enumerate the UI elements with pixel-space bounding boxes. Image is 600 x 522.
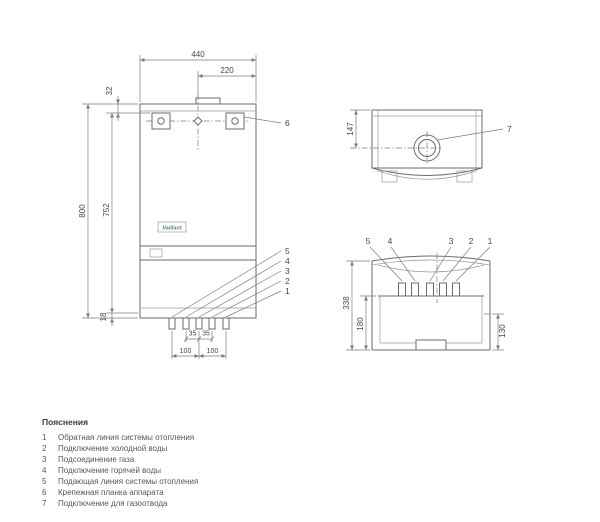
bottom-callout-4: 4	[388, 236, 393, 246]
dim-440: 440	[191, 50, 205, 59]
top-view-foot-left	[381, 170, 398, 183]
legend-item-number: 4	[42, 466, 47, 475]
dim-180: 180	[356, 317, 365, 331]
center-marker-diamond	[193, 116, 203, 126]
dim-100-left: 100	[180, 348, 192, 355]
mounting-bracket-right	[225, 112, 245, 130]
legend: Пояснения 1 Обратная линия системы отопл…	[42, 417, 362, 509]
bottom-callout-3: 3	[449, 236, 454, 246]
legend-item-text: Подсоединение газа	[58, 455, 135, 464]
bottom-callout-5: 5	[366, 236, 371, 246]
dim-line-35	[183, 336, 215, 342]
callout-1: 1	[285, 286, 290, 296]
bracket-hole-left	[157, 117, 165, 125]
bottom-view-outline	[371, 261, 491, 351]
dim-100-right: 100	[207, 348, 219, 355]
dim-147: 147	[346, 122, 355, 136]
callout-5: 5	[285, 246, 290, 256]
callout-2: 2	[285, 276, 290, 286]
boiler-front-casing	[139, 103, 257, 319]
control-panel-lines	[140, 245, 256, 261]
callout-4: 4	[285, 256, 290, 266]
legend-item-number: 2	[42, 444, 47, 453]
bottom-view-foot	[415, 339, 447, 351]
legend-item: 6 Крепежная планка аппарата	[42, 487, 362, 498]
bottom-callout-leaders	[369, 246, 491, 282]
brand-logo: Vaillant	[162, 226, 183, 232]
bottom-connection-pipes	[168, 317, 230, 330]
top-view-front-curve-inner	[376, 170, 478, 180]
legend-item: 3 Подсоединение газа	[42, 454, 362, 465]
top-view-inner-lines	[372, 110, 482, 168]
front-view: Vaillant 6 5 4 3 2 1 440 220 800 752 32	[78, 50, 290, 359]
bottom-view-connectors	[398, 282, 460, 297]
top-view: 147 7	[346, 109, 512, 183]
flue-collar-front	[195, 97, 221, 105]
dim-35-left: 35	[189, 331, 197, 338]
callout-6: 6	[285, 118, 290, 128]
legend-item-number: 6	[42, 488, 47, 497]
bottom-view-inner-lines	[379, 296, 483, 344]
brand-logo-box	[157, 221, 187, 233]
bottom-view: 5 4 3 2 1 338 180 130	[342, 236, 507, 351]
legend-item: 2 Подключение холодной воды	[42, 443, 362, 454]
legend-item-text: Подключение холодной воды	[58, 444, 168, 453]
callout-7-leader	[436, 128, 504, 141]
bottom-callout-1: 1	[488, 236, 493, 246]
legend-item-text: Подключение для газоотвода	[58, 499, 168, 508]
legend-item-text: Обратная линия системы отопления	[58, 433, 195, 442]
mounting-bracket-left	[151, 112, 171, 130]
dim-338: 338	[342, 296, 351, 310]
legend-item-text: Крепежная планка аппарата	[58, 488, 164, 497]
dim-220: 220	[220, 66, 234, 75]
dim-752: 752	[102, 203, 111, 217]
bottom-view-front-edge-inner	[371, 259, 491, 273]
callout-3: 3	[285, 266, 290, 276]
boiler-dimension-drawing: Vaillant 6 5 4 3 2 1 440 220 800 752 32	[78, 50, 512, 359]
bottom-callout-2: 2	[469, 236, 474, 246]
legend-item-text: Подающая линия системы отопления	[58, 477, 199, 486]
top-view-foot-right	[456, 170, 473, 183]
front-extension-lines	[82, 55, 257, 359]
bottom-view-extension-lines	[346, 260, 504, 351]
dim-35-right: 35	[202, 331, 210, 338]
legend-item: 1 Обратная линия системы отопления	[42, 432, 362, 443]
legend-item: 7 Подключение для газоотвода	[42, 498, 362, 509]
legend-item: 4 Подключение горячей воды	[42, 465, 362, 476]
dim-800: 800	[78, 204, 87, 218]
dim-32: 32	[105, 86, 114, 95]
bracket-hole-right	[231, 117, 239, 125]
callout-leader-lines	[171, 116, 282, 318]
legend-item-number: 5	[42, 477, 47, 486]
legend-item-number: 1	[42, 433, 47, 442]
legend-item: 5 Подающая линия системы отопления	[42, 476, 362, 487]
legend-title: Пояснения	[42, 417, 89, 427]
legend-item-number: 7	[42, 499, 47, 508]
control-display	[149, 248, 163, 258]
legend-item-text: Подключение горячей воды	[58, 466, 161, 475]
dim-18: 18	[99, 312, 108, 321]
callout-7: 7	[507, 124, 512, 134]
legend-item-number: 3	[42, 455, 47, 464]
dim-130: 130	[498, 324, 507, 338]
